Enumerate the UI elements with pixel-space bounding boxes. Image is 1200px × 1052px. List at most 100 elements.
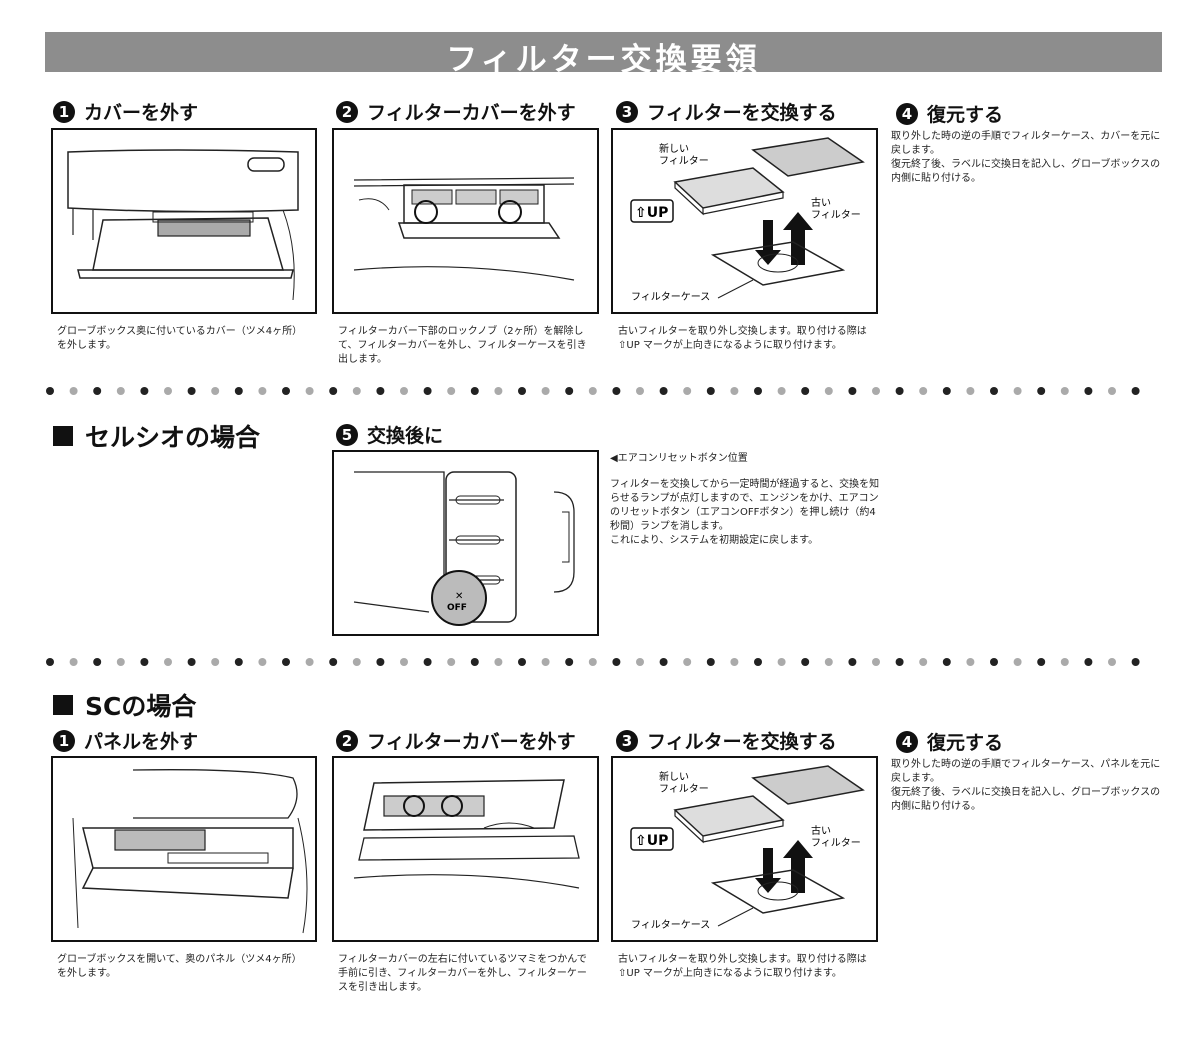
divider-dot (187, 387, 196, 395)
divider-dot (706, 658, 715, 666)
divider-dot (447, 387, 456, 395)
divider-dot (305, 658, 314, 666)
divider-dot (659, 387, 668, 395)
divider-dot (588, 387, 597, 395)
divider-dot (612, 658, 621, 666)
divider-dot (258, 658, 267, 666)
divider-dot (895, 387, 904, 395)
divider-dot (93, 658, 102, 666)
divider-dot (942, 658, 951, 666)
divider-dot (400, 387, 408, 395)
divider-dot (234, 658, 243, 666)
step-2-heading: 2 フィルターカバーを外す (336, 98, 576, 125)
divider-dot (116, 387, 125, 395)
step-number: 2 (336, 100, 358, 123)
off-button-label: OFF (447, 603, 467, 613)
divider-dot (164, 658, 172, 666)
divider-dot (754, 387, 762, 395)
divider-dot (1084, 387, 1093, 395)
step-4-caption: 取り外した時の逆の手順でフィルターケース、カバーを元に戻します。 復元終了後、ラ… (891, 131, 1161, 184)
divider-dot (730, 387, 739, 395)
step-1-caption: グローブボックス奥に付いているカバー（ツメ4ヶ所）を外します。 (57, 326, 303, 351)
divider-dot (706, 387, 715, 395)
divider-dot (400, 658, 408, 666)
divider-dot (518, 387, 526, 395)
step-title: フィルターを交換する (647, 102, 837, 124)
divider-dot (636, 658, 644, 666)
step-title: フィルターを交換する (647, 731, 837, 753)
divider-dot (966, 658, 975, 666)
divider-dot (46, 658, 54, 666)
divider-dot (1013, 658, 1022, 666)
divider-dot (116, 658, 125, 666)
sc-step-2-heading: 2 フィルターカバーを外す (336, 727, 576, 754)
divider-dot (777, 387, 786, 395)
divider-dot (541, 658, 550, 666)
sc-step-1-heading: 1 パネルを外す (53, 727, 198, 754)
step-4-heading: 4 復元する (896, 100, 1003, 127)
svg-text:⇧UP: ⇧UP (635, 833, 668, 849)
step-title: フィルターカバーを外す (367, 102, 576, 124)
divider-dot (211, 658, 220, 666)
reset-note-body: フィルターを交換してから一定時間が経過すると、交換を知らせるランプが点灯しますの… (610, 479, 880, 546)
divider-dot (848, 387, 857, 395)
divider-dot (69, 658, 78, 666)
divider-dot (282, 658, 290, 666)
divider-dot (801, 658, 810, 666)
divider-dot (636, 387, 644, 395)
filter-replace-illustration: 新しい フィルター 古い フィルター ⇧UP フィルターケース (611, 128, 878, 314)
divider-dot (1060, 387, 1069, 395)
divider-dot (588, 658, 597, 666)
step-title: フィルターカバーを外す (367, 731, 576, 753)
step-5-heading: 5 交換後に (336, 421, 443, 448)
square-bullet-icon (53, 695, 73, 715)
sc-step-3-heading: 3 フィルターを交換する (616, 727, 837, 754)
divider-dot (919, 387, 928, 395)
celsior-section-title: セルシオの場合 (53, 418, 260, 454)
square-bullet-icon (53, 426, 73, 446)
svg-text:✕: ✕ (455, 591, 463, 602)
divider-dot (612, 387, 621, 395)
divider-dot (140, 658, 149, 666)
divider-dot (69, 387, 78, 395)
divider-dot (423, 387, 432, 395)
divider-dot (541, 387, 550, 395)
divider-dot (966, 387, 975, 395)
divider-dot (329, 387, 338, 395)
divider-dot (730, 658, 739, 666)
svg-text:古い: 古い (811, 824, 831, 837)
divider-dot (659, 658, 668, 666)
old-filter-label: 古い (811, 196, 831, 209)
divider-dot (683, 387, 692, 395)
step-number: 2 (336, 729, 358, 752)
divider-dot (824, 387, 833, 395)
step-number: 4 (896, 102, 918, 125)
dotted-divider (45, 657, 1160, 667)
divider-dot (470, 658, 479, 666)
step-number: 3 (616, 100, 638, 123)
divider-dot (376, 387, 385, 395)
divider-dot (895, 658, 904, 666)
step-title: 復元する (927, 732, 1004, 754)
sc-step-4-caption: 取り外した時の逆の手順でフィルターケース、パネルを元に戻します。 復元終了後、ラ… (891, 759, 1161, 812)
svg-text:フィルター: フィルター (659, 155, 709, 167)
filter-cover-illustration (332, 128, 599, 314)
divider-dot (1084, 658, 1093, 666)
divider-dot (258, 387, 267, 395)
step-3-caption: 古いフィルターを取り外し交換します。取り付ける際は ⇧UP マークが上向きになる… (618, 326, 867, 351)
divider-dot (164, 387, 172, 395)
step-title: 交換後に (367, 425, 444, 447)
step-number: 5 (336, 423, 358, 446)
divider-dot (423, 658, 432, 666)
sc-step-2-caption: フィルターカバーの左右に付いているツマミをつかんで手前に引き、フィルターカバーを… (338, 954, 587, 993)
step-1-heading: 1 カバーを外す (53, 98, 198, 125)
divider-dot (352, 387, 361, 395)
divider-dot (46, 387, 54, 395)
divider-dot (1013, 387, 1022, 395)
filter-case-label: フィルターケース (631, 291, 710, 303)
divider-dot (234, 387, 243, 395)
divider-dot (518, 658, 526, 666)
step-number: 1 (53, 100, 75, 123)
svg-text:フィルター: フィルター (811, 209, 861, 221)
new-filter-label: 新しい (659, 142, 689, 155)
